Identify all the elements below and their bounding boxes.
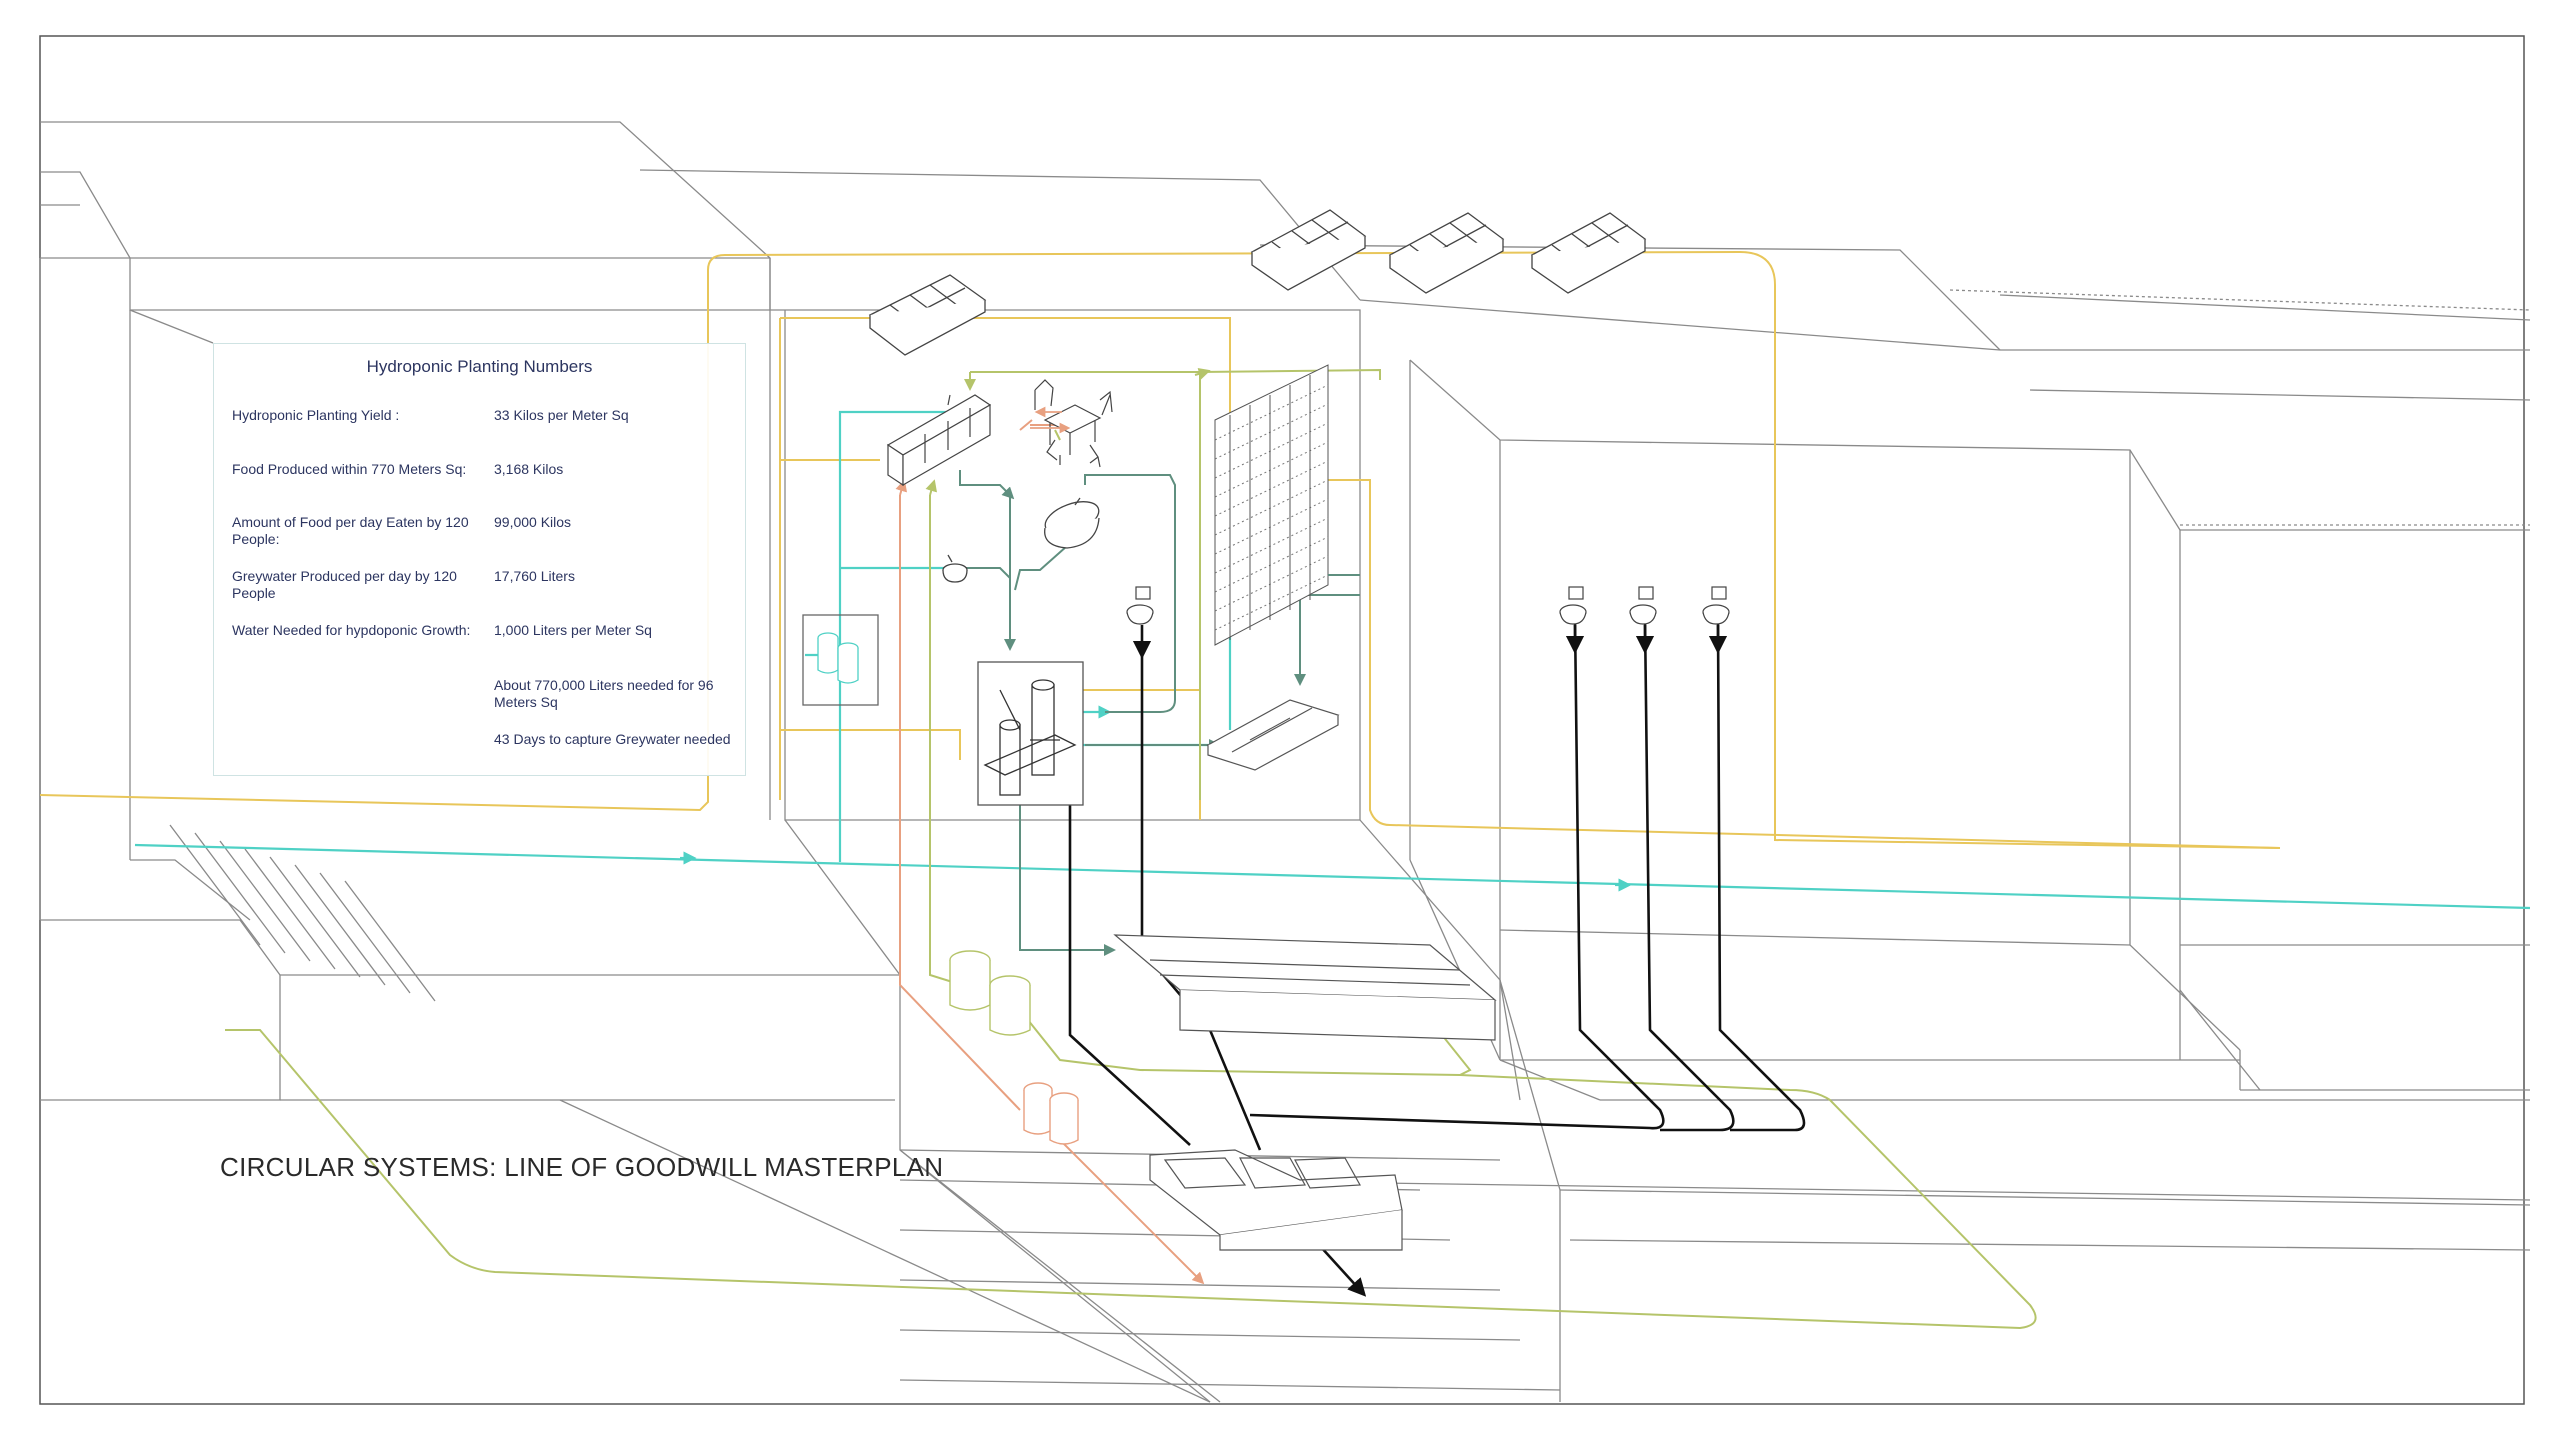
green-wall-row: [1214, 498, 1329, 555]
row-value: About 770,000 Liters needed for 96 Meter…: [494, 677, 714, 710]
solar-panel-icon: [1530, 212, 1647, 294]
row-value: 33 Kilos per Meter Sq: [494, 407, 629, 423]
green-wall-row: [1214, 422, 1329, 479]
green-wall-row: [1214, 574, 1329, 631]
green-wall-row: [1214, 536, 1329, 593]
solar-panel-icon: [1250, 209, 1367, 291]
planter-box-icon: [1206, 699, 1340, 771]
toilet-icon: [1126, 586, 1154, 625]
row-label: Food Produced within 770 Meters Sq:: [232, 461, 467, 477]
blackwater-line: [1068, 619, 1806, 1297]
compost-bin-icon: [1149, 1149, 1403, 1251]
row-value: 43 Days to capture Greywater needed: [494, 731, 731, 747]
row-label: Greywater Produced per day by 120 People: [232, 568, 457, 601]
toilet-icon: [1629, 586, 1657, 625]
toilet-icon: [1559, 586, 1587, 625]
bathtub-icon: [1044, 497, 1100, 549]
solar-panel-icon: [868, 274, 987, 356]
food-waste-line: [895, 419, 1205, 1285]
hydroponic-numbers-panel: Hydroponic Planting Numbers Hydroponic P…: [213, 343, 746, 776]
water-tank-icon: [949, 950, 1031, 1036]
green-wall-row: [1214, 441, 1329, 498]
row-label: Amount of Food per day Eaten by 120 Peop…: [232, 514, 469, 547]
planter-box-icon: [1113, 934, 1497, 1041]
row-label: Water Needed for hypdoponic Growth:: [232, 622, 471, 638]
dining-table-icon: [1034, 379, 1113, 468]
green-wall-icon: [1214, 364, 1360, 646]
green-wall-row: [1214, 517, 1329, 574]
green-wall-row: [1214, 555, 1329, 612]
green-wall-row: [1214, 384, 1329, 441]
green-wall-row: [1214, 479, 1329, 536]
row-label: Hydroponic Planting Yield :: [232, 407, 400, 423]
row-value: 1,000 Liters per Meter Sq: [494, 622, 652, 638]
row-value: 3,168 Kilos: [494, 461, 564, 477]
water-tank-icon: [1023, 1082, 1079, 1145]
filtration-unit-icon: [977, 661, 1084, 806]
row-value: 99,000 Kilos: [494, 514, 572, 530]
row-value: 17,760 Liters: [494, 568, 575, 584]
water-tank-icon: [802, 614, 879, 706]
kitchen-counter-icon: [886, 394, 992, 487]
green-wall-row: [1214, 460, 1329, 517]
building-massing: [39, 121, 2531, 1403]
toilet-icon: [1702, 586, 1730, 625]
sink-icon: [942, 554, 968, 583]
masterplan-title: CIRCULAR SYSTEMS: LINE OF GOODWILL MASTE…: [220, 1152, 944, 1182]
greywater-line: [959, 470, 1360, 956]
solar-panel-icon: [1388, 212, 1505, 294]
panel-title: Hydroponic Planting Numbers: [366, 357, 593, 376]
green-wall-row: [1214, 403, 1329, 460]
